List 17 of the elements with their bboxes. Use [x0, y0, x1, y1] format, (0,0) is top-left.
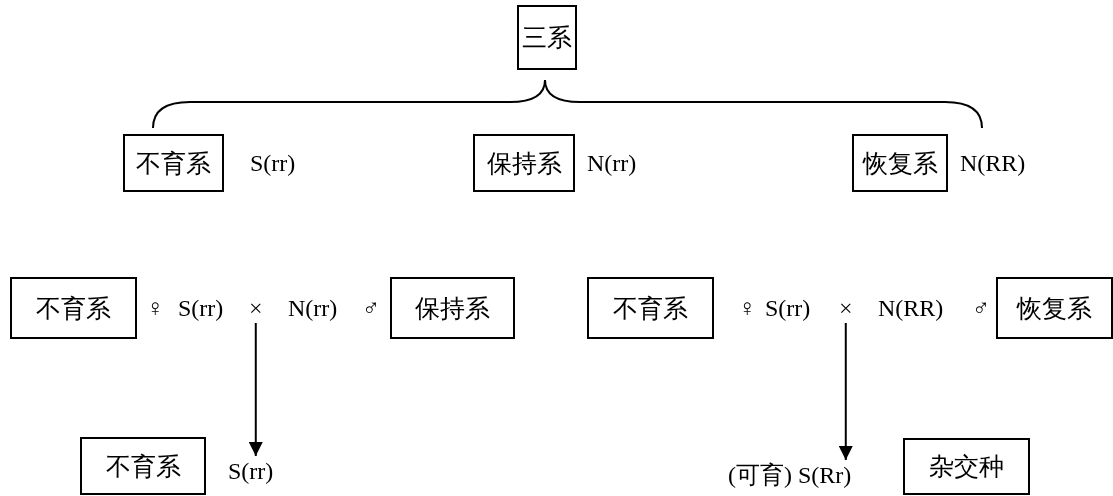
- arrow: [248, 322, 263, 457]
- genotype-label: N(RR): [960, 149, 1026, 177]
- sex-symbol: ♀: [738, 294, 756, 322]
- sex-symbol: ♀: [146, 294, 164, 322]
- genotype-label: S(rr): [765, 294, 811, 322]
- cross-sign: ×: [839, 294, 853, 322]
- genotype-label: S(rr): [250, 149, 296, 177]
- genotype-label: N(rr): [288, 294, 338, 322]
- genotype-label: S(rr): [228, 457, 274, 485]
- sex-symbol: ♂: [972, 294, 990, 322]
- genotype-label: S(rr): [178, 294, 224, 322]
- genotype-label: (可育) S(Rr): [728, 461, 852, 489]
- genotype-label: N(RR): [878, 294, 944, 322]
- cross-sign: ×: [249, 294, 263, 322]
- arrow: [838, 322, 853, 461]
- sex-symbol: ♂: [362, 294, 380, 322]
- genotype-label: N(rr): [587, 149, 637, 177]
